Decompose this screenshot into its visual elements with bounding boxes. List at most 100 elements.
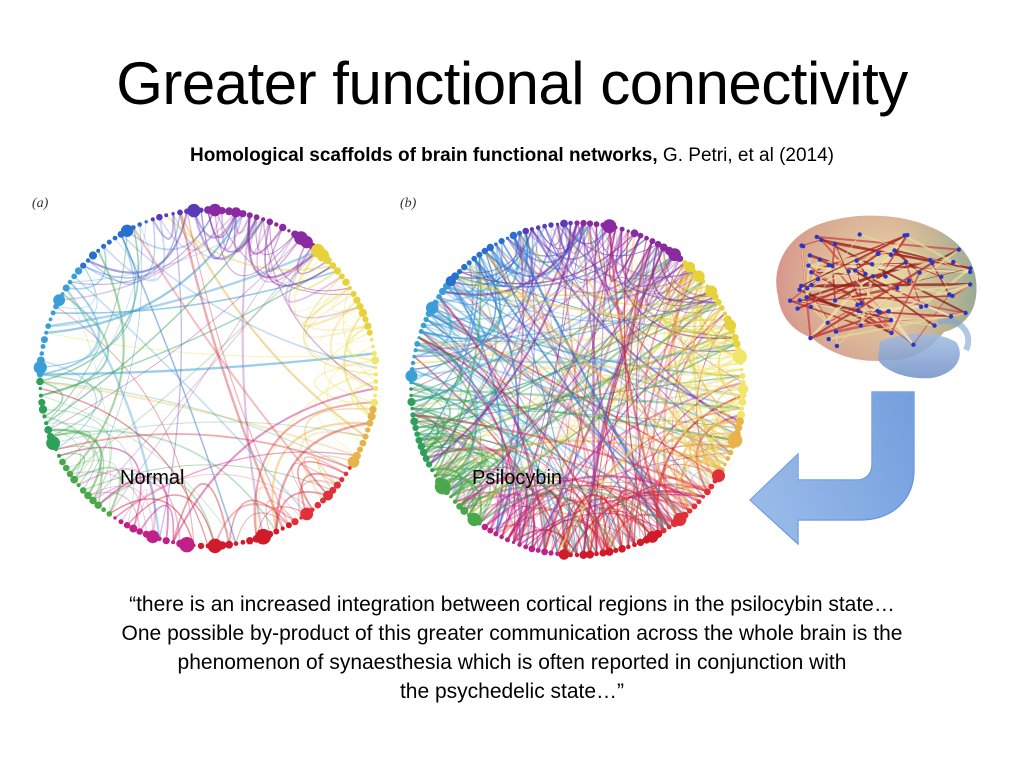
network-node bbox=[725, 456, 731, 461]
network-edge bbox=[82, 212, 181, 279]
network-edge bbox=[59, 211, 237, 301]
network-edge bbox=[709, 401, 743, 482]
network-node bbox=[357, 446, 363, 453]
network-node bbox=[732, 349, 747, 364]
network-node bbox=[299, 516, 303, 520]
network-node bbox=[371, 350, 377, 357]
network-edge bbox=[608, 227, 642, 282]
brain-node bbox=[888, 317, 894, 323]
network-edge bbox=[55, 306, 195, 546]
network-node bbox=[252, 534, 261, 543]
network-node bbox=[280, 526, 285, 531]
network-edge bbox=[410, 388, 533, 549]
network-edge bbox=[602, 224, 704, 498]
brain-edge bbox=[796, 275, 874, 310]
network-node bbox=[261, 217, 266, 222]
network-edge bbox=[589, 491, 691, 555]
brain-node bbox=[807, 253, 813, 258]
brain-edge bbox=[798, 288, 893, 335]
network-edge bbox=[50, 433, 98, 480]
network-edge bbox=[241, 215, 265, 537]
brain-node bbox=[814, 234, 819, 240]
network-node bbox=[112, 235, 118, 241]
network-node bbox=[136, 528, 143, 535]
network-edge bbox=[531, 225, 611, 261]
network-edge bbox=[417, 432, 591, 555]
quote-line: the psychedelic state…” bbox=[399, 680, 625, 703]
network-node bbox=[208, 203, 222, 217]
network-node bbox=[711, 293, 719, 301]
brain-node bbox=[804, 295, 809, 300]
brain-edge bbox=[834, 318, 893, 334]
network-edge bbox=[39, 227, 140, 383]
network-node bbox=[693, 270, 705, 283]
network-edge bbox=[657, 463, 708, 512]
network-edge bbox=[459, 254, 676, 507]
network-node bbox=[37, 356, 45, 365]
network-node bbox=[233, 541, 239, 546]
network-node bbox=[371, 356, 380, 365]
network-edge bbox=[704, 433, 737, 482]
network-edge bbox=[40, 395, 237, 544]
network-edge bbox=[468, 330, 734, 516]
network-node bbox=[369, 405, 377, 414]
network-edge bbox=[275, 422, 370, 532]
brain-node bbox=[857, 232, 862, 237]
network-node bbox=[80, 262, 87, 269]
brain-edge bbox=[876, 248, 960, 312]
network-edge bbox=[410, 387, 742, 410]
network-node bbox=[240, 539, 246, 545]
network-edge bbox=[69, 250, 125, 475]
network-node bbox=[177, 209, 183, 216]
network-edge bbox=[684, 296, 744, 390]
network-node bbox=[333, 481, 341, 489]
network-node bbox=[176, 539, 184, 548]
network-node bbox=[84, 491, 92, 500]
brain-node bbox=[947, 292, 952, 297]
network-edge bbox=[108, 498, 195, 546]
network-nodes bbox=[405, 219, 749, 560]
network-edge bbox=[221, 210, 244, 251]
brain-node bbox=[963, 310, 968, 316]
network-node bbox=[574, 552, 580, 558]
network-node bbox=[338, 273, 345, 280]
network-edge bbox=[490, 224, 552, 282]
network-edge bbox=[583, 222, 744, 383]
network-edge bbox=[672, 266, 731, 453]
network-edge bbox=[428, 295, 488, 338]
network-node bbox=[266, 218, 274, 226]
network-edge bbox=[421, 420, 740, 447]
brain-node bbox=[863, 271, 868, 277]
network-edge bbox=[645, 243, 691, 293]
network-node bbox=[198, 207, 204, 213]
network-node bbox=[548, 222, 554, 228]
network-edge bbox=[317, 455, 354, 491]
brain-node bbox=[939, 274, 944, 279]
network-edge bbox=[592, 224, 598, 554]
network-node bbox=[594, 551, 599, 557]
network-edge bbox=[582, 223, 636, 545]
network-edge bbox=[624, 235, 654, 286]
network-node bbox=[548, 550, 554, 556]
citation: Homological scaffolds of brain functiona… bbox=[0, 143, 1024, 169]
network-edge bbox=[543, 225, 636, 281]
network-node bbox=[618, 545, 626, 553]
network-edge bbox=[454, 491, 521, 545]
network-edge bbox=[652, 476, 708, 531]
network-node bbox=[207, 538, 223, 554]
network-edge bbox=[411, 246, 665, 378]
network-edge bbox=[683, 407, 742, 482]
network-edge bbox=[172, 387, 376, 543]
network-node bbox=[614, 225, 618, 230]
brain-node bbox=[806, 263, 811, 268]
network-edge bbox=[506, 487, 604, 554]
network-edge bbox=[652, 243, 712, 301]
network-edge bbox=[327, 401, 375, 431]
network-node bbox=[727, 432, 743, 448]
network-edge bbox=[556, 296, 716, 554]
brain-node bbox=[832, 298, 838, 303]
network-edge bbox=[40, 293, 110, 397]
network-node bbox=[179, 537, 195, 553]
brain-node bbox=[968, 282, 973, 287]
network-edge bbox=[621, 484, 704, 549]
